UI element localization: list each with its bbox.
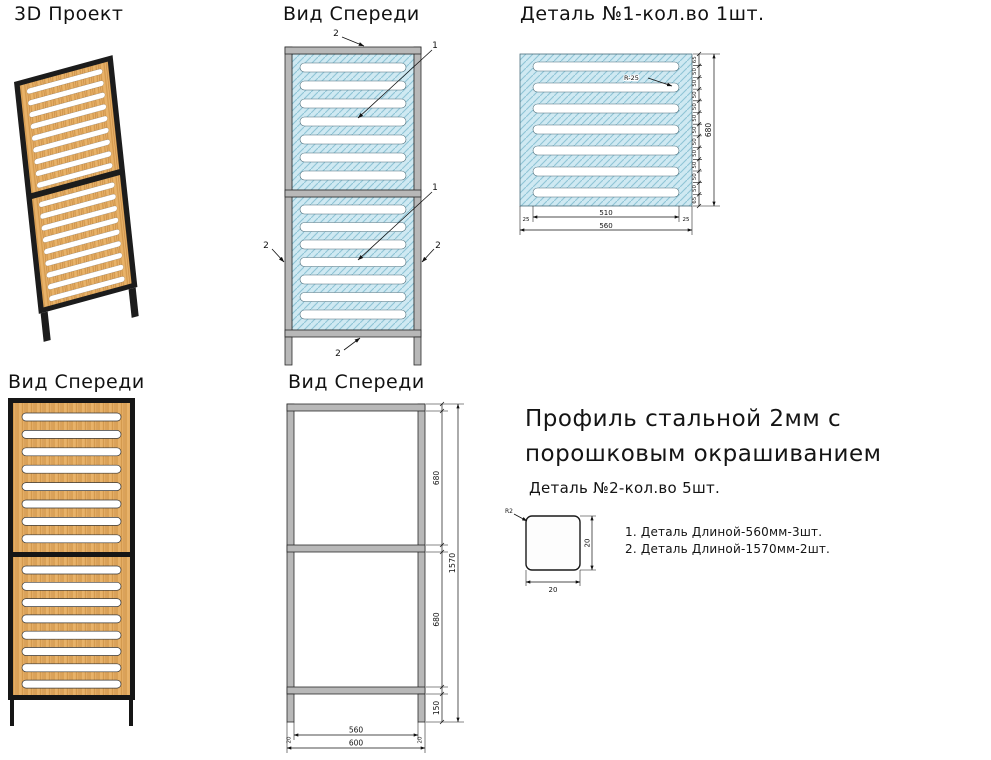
wood-panel-lower xyxy=(13,557,130,695)
chain-dim: 50 xyxy=(692,91,698,98)
radius-label: R-25 xyxy=(624,74,639,82)
chain-dim: 50 xyxy=(692,114,698,121)
wood-panel-upper xyxy=(13,403,130,552)
section-top-label: 680 xyxy=(432,471,441,486)
title-detail1: Деталь №1-кол.во 1шт. xyxy=(520,3,765,25)
profile-left-label: 20 xyxy=(287,736,293,743)
front-slots xyxy=(299,62,407,320)
chain-dim: 50 xyxy=(692,149,698,156)
frame-rails xyxy=(286,403,426,723)
detail1-slots xyxy=(532,61,680,198)
material-heading: Профиль стальной 2мм с порошковым окраши… xyxy=(525,406,882,467)
chain-dim: 50 xyxy=(692,126,698,133)
callout-frame-left: 2 xyxy=(263,241,269,251)
margin-right-label: 25 xyxy=(683,217,690,223)
profile-radius-label: R2 xyxy=(505,508,513,515)
profile-width-label: 20 xyxy=(549,586,558,594)
front-callouts: 2 1 1 2 2 2 xyxy=(262,28,442,360)
frame-dims-vertical: 680 680 150 1570 xyxy=(426,401,464,725)
chain-dim: 50 xyxy=(692,68,698,75)
detail1-dims-vertical: 65 50 50 50 50 50 50 50 50 50 50 50 65 6… xyxy=(692,51,720,209)
profile-height-label: 20 xyxy=(584,539,592,548)
detail1-dims-horizontal: 510 25 25 560 xyxy=(519,206,693,235)
chain-dim: 50 xyxy=(692,173,698,180)
profile-right-label: 20 xyxy=(418,736,424,743)
callout-frame-bottom: 2 xyxy=(335,349,341,359)
title-3d-view: 3D Проект xyxy=(14,3,124,25)
height-total-label: 1570 xyxy=(448,553,457,573)
3d-legs xyxy=(40,287,139,342)
note-line: 1. Деталь Длиной-560мм-3шт. xyxy=(625,525,823,539)
chain-dim: 50 xyxy=(692,79,698,86)
profile-square xyxy=(525,515,581,571)
front-frame-rails xyxy=(284,46,422,366)
3d-screen xyxy=(14,55,139,342)
note-line: 2. Деталь Длиной-1570мм-2шт. xyxy=(625,541,831,556)
3d-view-drawing xyxy=(14,55,139,342)
title-front-wood: Вид Спереди xyxy=(8,371,145,393)
width-inner-label: 560 xyxy=(349,726,364,735)
chain-dim: 65 xyxy=(692,196,698,203)
height-total-label: 680 xyxy=(704,123,713,138)
title-front-view: Вид Спереди xyxy=(283,3,420,25)
width-outer-label: 560 xyxy=(599,222,612,230)
width-outer-label: 600 xyxy=(349,739,364,748)
parts-notes: 1. Деталь Длиной-560мм-3шт. 2. Деталь Дл… xyxy=(625,524,830,558)
callout-panel-lower: 1 xyxy=(432,183,438,193)
wood-slots xyxy=(21,412,122,689)
chain-dim: 50 xyxy=(692,161,698,168)
profile-drawing: R2 20 20 xyxy=(505,508,596,594)
title-front-frame: Вид Спереди xyxy=(288,371,425,393)
profile-dims: 20 20 xyxy=(525,515,596,594)
wood-frame xyxy=(8,398,135,726)
width-inner-label: 510 xyxy=(599,209,612,217)
front-wood-drawing xyxy=(8,398,135,726)
frame-dims-horizontal: 560 20 20 600 xyxy=(287,722,426,753)
detail1-drawing: R-25 65 50 50 50 50 50 50 50 50 50 50 50… xyxy=(519,51,720,235)
3d-slots xyxy=(26,68,125,302)
callout-frame-top: 2 xyxy=(333,29,339,39)
chain-dim: 50 xyxy=(692,138,698,145)
section-bottom-label: 680 xyxy=(432,612,441,627)
chain-dim: 50 xyxy=(692,185,698,192)
detail2-subheading: Деталь №2-кол.во 5шт. xyxy=(529,479,721,497)
front-view-drawing: 2 1 1 2 2 2 xyxy=(262,28,442,366)
callout-panel-upper: 1 xyxy=(432,41,438,51)
legs-label: 150 xyxy=(432,701,441,716)
callout-frame-right: 2 xyxy=(435,241,441,251)
margin-left-label: 25 xyxy=(523,217,530,223)
detail1-radius-callout: R-25 xyxy=(623,73,673,87)
chain-dim: 65 xyxy=(692,56,698,63)
chain-dim: 50 xyxy=(692,103,698,110)
frame-view-drawing: 680 680 150 1570 560 20 20 600 xyxy=(286,401,464,753)
